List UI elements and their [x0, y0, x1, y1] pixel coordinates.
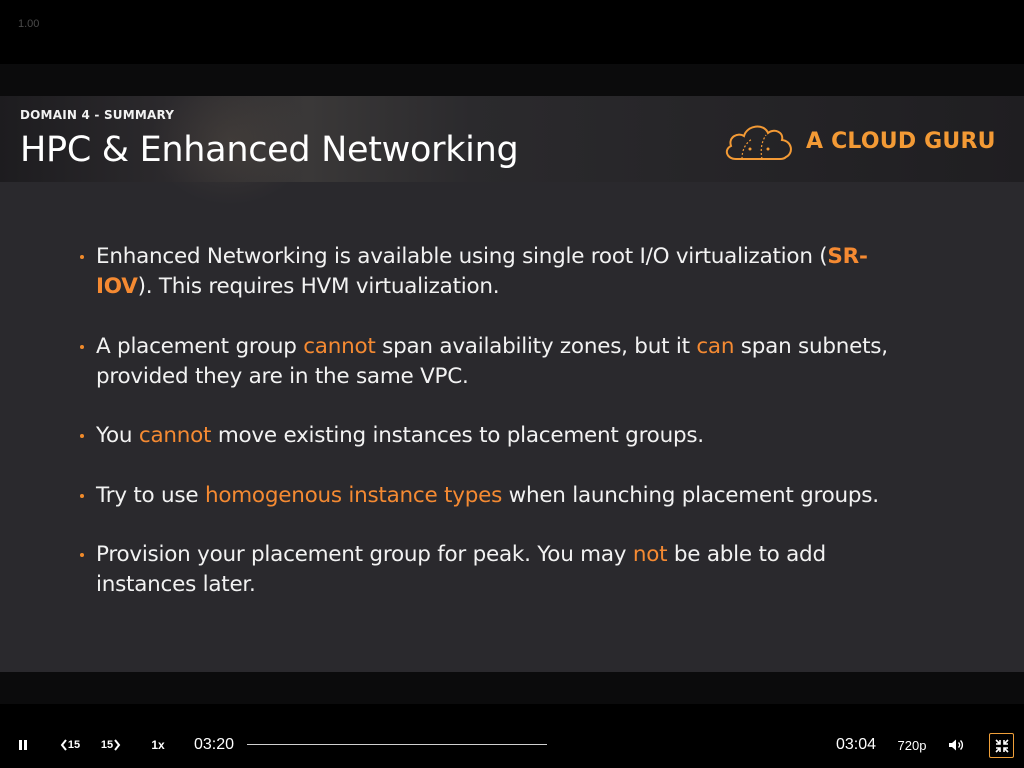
bullet-text: ). This requires HVM virtualization.: [137, 274, 500, 299]
bullet-text: when launching placement groups.: [502, 482, 879, 508]
bullet-text: Enhanced Networking is available using s…: [96, 244, 828, 269]
volume-button[interactable]: [944, 734, 968, 756]
speed-label: 1x: [151, 738, 165, 752]
bullet-highlight: cannot: [138, 423, 212, 448]
bullet-text: provided they are in the same VPC.: [96, 363, 469, 389]
bullet-text: span availability zones, but it: [375, 333, 697, 359]
brand-logo: A CLOUD GURU: [722, 118, 996, 164]
bullet-highlight: not: [632, 542, 668, 567]
current-time: 03:20: [190, 734, 238, 756]
bullet-text: A placement group: [96, 333, 304, 359]
playback-speed-button[interactable]: 1x: [146, 734, 170, 756]
bullet-list: Enhanced Networking is available using s…: [80, 242, 960, 630]
rewind-chevron-icon: [60, 739, 67, 751]
volume-icon: [949, 739, 964, 751]
forward-15-button[interactable]: 15: [97, 734, 125, 756]
bullet-highlight: homogenous instance types: [204, 482, 503, 508]
bullet-text: span subnets,: [734, 333, 888, 359]
letterbox-top: [0, 64, 1024, 96]
bullet-dot-icon: [80, 434, 84, 438]
bullet-line: Try to use homogenous instance types whe…: [96, 481, 960, 511]
bullet-line: IOV). This requires HVM virtualization.: [96, 272, 960, 302]
bullet-text: be able to add: [667, 542, 826, 567]
bullet-text: Provision your placement group for peak.…: [96, 542, 633, 567]
bullet-item: Try to use homogenous instance types whe…: [80, 481, 960, 511]
bullet-line: You cannot move existing instances to pl…: [96, 421, 960, 451]
bullet-highlight: can: [696, 333, 735, 359]
bullet-text: instances later.: [96, 572, 256, 597]
bullet-highlight: SR-: [827, 244, 868, 269]
bullet-line: instances later.: [96, 570, 960, 600]
slide-title: HPC & Enhanced Networking: [20, 130, 519, 170]
player-controls: 15 15 1x 03:20 03:04 720p: [0, 722, 1024, 768]
bullet-text: move existing instances to placement gro…: [211, 423, 704, 448]
playback-rate-indicator: 1.00: [18, 18, 40, 30]
slide-header: DOMAIN 4 - SUMMARY HPC & Enhanced Networ…: [0, 96, 1024, 206]
domain-label: DOMAIN 4 - SUMMARY: [20, 108, 175, 122]
rewind-15-button[interactable]: 15: [56, 734, 84, 756]
progress-bar[interactable]: [247, 744, 547, 745]
bullet-line: Provision your placement group for peak.…: [96, 540, 960, 570]
quality-button[interactable]: 720p: [894, 734, 930, 756]
current-time-text: 03:20: [193, 736, 235, 753]
bullet-item: Enhanced Networking is available using s…: [80, 242, 960, 302]
bullet-line: A placement group cannot span availabili…: [96, 332, 960, 362]
exit-fullscreen-button[interactable]: [989, 733, 1014, 758]
bullet-text: Try to use: [96, 482, 205, 508]
remaining-time-text: 03:04: [835, 736, 877, 753]
bullet-dot-icon: [80, 553, 84, 557]
bullet-text: You: [96, 423, 139, 448]
bullet-item: You cannot move existing instances to pl…: [80, 421, 960, 451]
bullet-dot-icon: [80, 493, 84, 498]
quality-label: 720p: [897, 737, 927, 753]
video-slide[interactable]: DOMAIN 4 - SUMMARY HPC & Enhanced Networ…: [0, 96, 1024, 672]
exit-fullscreen-icon: [994, 738, 1009, 753]
bullet-item: Provision your placement group for peak.…: [80, 540, 960, 600]
forward-chevron-icon: [114, 739, 121, 751]
bullet-line: Enhanced Networking is available using s…: [96, 242, 960, 272]
pause-icon: [19, 740, 27, 750]
remaining-time: 03:04: [832, 734, 880, 756]
bullet-line: provided they are in the same VPC.: [96, 362, 960, 392]
brand-text: A CLOUD GURU: [806, 128, 996, 154]
bullet-highlight: IOV: [96, 274, 138, 299]
bullet-highlight: cannot: [303, 333, 376, 359]
bullet-dot-icon: [80, 255, 84, 259]
pause-button[interactable]: [12, 734, 34, 756]
bullet-item: A placement group cannot span availabili…: [80, 332, 960, 392]
presenter-overlay: [150, 96, 310, 206]
cloud-logo-icon: [725, 125, 792, 160]
letterbox-bottom: [0, 672, 1024, 704]
bullet-dot-icon: [80, 344, 84, 349]
forward-label: 15: [100, 739, 114, 751]
rewind-label: 15: [67, 739, 81, 751]
